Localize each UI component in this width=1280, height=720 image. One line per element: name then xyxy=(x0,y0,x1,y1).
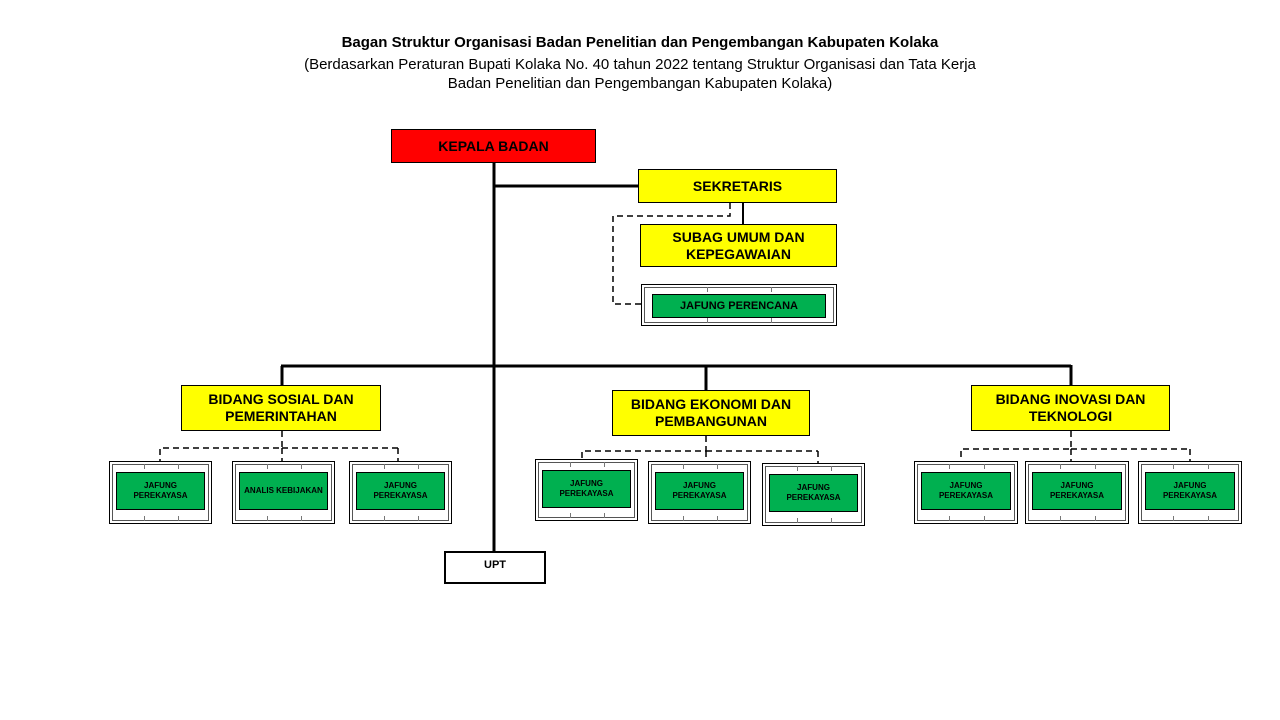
ekonomi-jafung-frame-2: JAFUNG PEREKAYASA xyxy=(648,461,751,524)
bidang-sosial-label: BIDANG SOSIAL DAN PEMERINTAHAN xyxy=(208,391,354,424)
chart-subtitle: (Berdasarkan Peraturan Bupati Kolaka No.… xyxy=(0,55,1280,93)
frame-tick xyxy=(384,516,385,521)
frame-tick xyxy=(267,516,268,521)
sosial-jafung-label-3: JAFUNG PEREKAYASA xyxy=(373,481,428,500)
frame-tick xyxy=(178,464,179,469)
sosial-jafung-label-1: JAFUNG PEREKAYASA xyxy=(133,481,188,500)
frame-tick xyxy=(1208,516,1209,521)
inovasi-jafung-label-1: JAFUNG PEREKAYASA xyxy=(938,481,994,500)
inovasi-jafung-frame-1: JAFUNG PEREKAYASA xyxy=(914,461,1018,524)
frame-tick xyxy=(707,318,708,323)
bidang-inovasi-box: BIDANG INOVASI DAN TEKNOLOGI xyxy=(971,385,1170,431)
frame-tick xyxy=(771,318,772,323)
frame-tick xyxy=(717,464,718,469)
frame-tick xyxy=(144,464,145,469)
inovasi-jafung-box-3: JAFUNG PEREKAYASA xyxy=(1145,472,1235,510)
frame-tick xyxy=(1173,516,1174,521)
inovasi-dashed-line xyxy=(960,431,1072,461)
subag-umum-label: SUBAG UMUM DAN KEPEGAWAIAN xyxy=(672,228,805,262)
frame-tick xyxy=(1060,516,1061,521)
frame-tick xyxy=(178,516,179,521)
sosial-dashed-line xyxy=(159,431,283,461)
inovasi-jafung-label-2: JAFUNG PEREKAYASA xyxy=(1049,481,1105,500)
frame-tick xyxy=(707,287,708,292)
frame-tick xyxy=(771,287,772,292)
ekonomi-jafung-label-3: JAFUNG PEREKAYASA xyxy=(786,483,841,502)
frame-tick xyxy=(267,464,268,469)
frame-tick xyxy=(831,518,832,523)
inovasi-jafung-frame-3: JAFUNG PEREKAYASA xyxy=(1138,461,1242,524)
frame-tick xyxy=(1095,516,1096,521)
frame-tick xyxy=(717,516,718,521)
frame-tick xyxy=(301,516,302,521)
sosial-jafung-frame-2: ANALIS KEBIJAKAN xyxy=(232,461,335,524)
sosial-jafung-frame-1: JAFUNG PEREKAYASA xyxy=(109,461,212,524)
frame-tick xyxy=(418,516,419,521)
bidang-ekonomi-label: BIDANG EKONOMI DAN PEMBANGUNAN xyxy=(630,396,792,429)
frame-tick xyxy=(1173,464,1174,469)
inovasi-jafung-box-2: JAFUNG PEREKAYASA xyxy=(1032,472,1122,510)
bidang-inovasi-label: BIDANG INOVASI DAN TEKNOLOGI xyxy=(995,391,1146,424)
frame-tick xyxy=(949,464,950,469)
bidang-sosial-box: BIDANG SOSIAL DAN PEMERINTAHAN xyxy=(181,385,381,431)
frame-tick xyxy=(949,516,950,521)
kepala-badan-box: KEPALA BADAN xyxy=(391,129,596,163)
ekonomi-jafung-box-3: JAFUNG PEREKAYASA xyxy=(769,474,858,512)
frame-tick xyxy=(301,464,302,469)
frame-tick xyxy=(797,518,798,523)
ekonomi-jafung-box-1: JAFUNG PEREKAYASA xyxy=(542,470,631,508)
frame-tick xyxy=(831,466,832,471)
frame-tick xyxy=(683,464,684,469)
frame-tick xyxy=(683,516,684,521)
frame-tick xyxy=(604,513,605,518)
sosial-jafung-label-2: ANALIS KEBIJAKAN xyxy=(244,486,323,495)
frame-tick xyxy=(418,464,419,469)
subtitle-line-2: Badan Penelitian dan Pengembangan Kabupa… xyxy=(447,75,833,92)
ekonomi-jafung-box-2: JAFUNG PEREKAYASA xyxy=(655,472,744,510)
frame-tick xyxy=(797,466,798,471)
upt-box: UPT xyxy=(444,551,546,584)
frame-tick xyxy=(1060,464,1061,469)
sosial-jafung-box-1: JAFUNG PEREKAYASA xyxy=(116,472,205,510)
inovasi-jafung-frame-2: JAFUNG PEREKAYASA xyxy=(1025,461,1129,524)
frame-tick xyxy=(144,516,145,521)
subtitle-line-1: (Berdasarkan Peraturan Bupati Kolaka No.… xyxy=(304,56,976,73)
sosial-jafung-box-3: JAFUNG PEREKAYASA xyxy=(356,472,445,510)
frame-tick xyxy=(984,464,985,469)
bidang-ekonomi-box: BIDANG EKONOMI DAN PEMBANGUNAN xyxy=(612,390,810,436)
frame-tick xyxy=(1208,464,1209,469)
inovasi-jafung-label-3: JAFUNG PEREKAYASA xyxy=(1162,481,1218,500)
frame-tick xyxy=(604,462,605,467)
frame-tick xyxy=(1095,464,1096,469)
jafung-perencana-label: JAFUNG PERENCANA xyxy=(680,300,798,312)
jafung-perencana-frame: JAFUNG PERENCANA xyxy=(641,284,837,326)
ekonomi-jafung-label-1: JAFUNG PEREKAYASA xyxy=(559,479,614,498)
frame-tick xyxy=(984,516,985,521)
upt-label: UPT xyxy=(484,559,506,571)
frame-tick xyxy=(570,462,571,467)
sekretaris-box: SEKRETARIS xyxy=(638,169,837,203)
ekonomi-jafung-frame-1: JAFUNG PEREKAYASA xyxy=(535,459,638,521)
jafung-perencana-box: JAFUNG PERENCANA xyxy=(652,294,826,318)
ekonomi-jafung-frame-3: JAFUNG PEREKAYASA xyxy=(762,463,865,526)
frame-tick xyxy=(384,464,385,469)
subag-umum-box: SUBAG UMUM DAN KEPEGAWAIAN xyxy=(640,224,837,267)
sekretaris-label: SEKRETARIS xyxy=(692,177,783,194)
kepala-badan-label: KEPALA BADAN xyxy=(438,138,549,154)
chart-title: Bagan Struktur Organisasi Badan Peneliti… xyxy=(341,34,939,51)
ekonomi-jafung-label-2: JAFUNG PEREKAYASA xyxy=(672,481,727,500)
ekonomi-dashed-line xyxy=(581,436,707,460)
sosial-jafung-box-2: ANALIS KEBIJAKAN xyxy=(239,472,328,510)
sekretaris-dashed-line xyxy=(612,203,731,305)
sosial-jafung-frame-3: JAFUNG PEREKAYASA xyxy=(349,461,452,524)
frame-tick xyxy=(570,513,571,518)
inovasi-jafung-box-1: JAFUNG PEREKAYASA xyxy=(921,472,1011,510)
